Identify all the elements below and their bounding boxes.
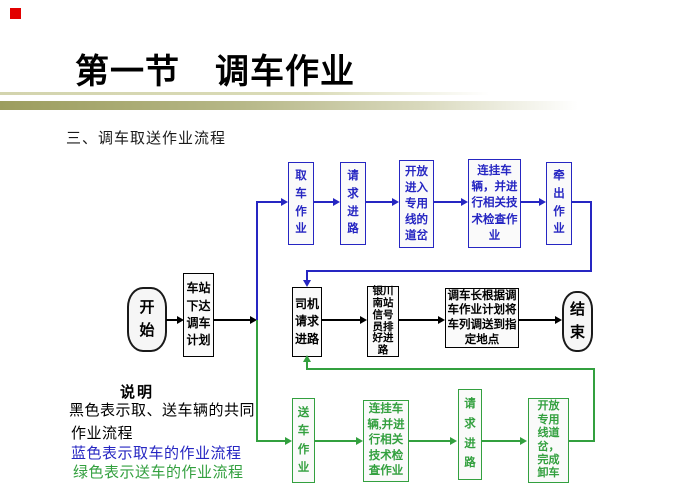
title-rule-thin xyxy=(0,92,680,95)
connector-pick1-pick2 xyxy=(314,201,333,203)
arrowhead-driver-signal xyxy=(360,316,367,324)
connector-junction-down-green xyxy=(256,320,258,441)
legend-common-line1: 黑色表示取、送车辆的共同 xyxy=(69,403,256,419)
arrowhead-signal-leader xyxy=(438,316,445,324)
connector-green-return xyxy=(306,368,595,370)
arrowhead-pick2-pick3 xyxy=(392,198,399,206)
title-rule-thick xyxy=(0,101,680,110)
connector-blue-right-down xyxy=(590,201,592,272)
connector-pick3-pick4 xyxy=(434,201,461,203)
connector-signal-leader xyxy=(399,319,438,321)
connector-junction-up-blue xyxy=(256,202,258,320)
connector-pick2-pick3 xyxy=(366,201,392,203)
flow-box-open-switch-in: 开放 进入 专用 线的 道岔 xyxy=(399,160,434,248)
flow-box-pick-request-route: 请 求 进 路 xyxy=(340,162,366,245)
connector-leader-end xyxy=(519,319,555,321)
arrowhead-plan-junction xyxy=(250,316,257,324)
connector-plan-junction xyxy=(214,319,250,321)
flow-box-shunting-leader: 调车长根据调 车作业计划将 车列调送到指 定地点 xyxy=(445,288,519,348)
connector-send1-send2 xyxy=(314,440,356,442)
arrowhead-pick4-pick5 xyxy=(539,198,546,206)
flow-box-pick-up-job: 取 车 作 业 xyxy=(288,162,314,245)
connector-start-plan xyxy=(166,319,177,321)
arrowhead-green-into-driver xyxy=(303,355,311,362)
legend-heading: 说明 xyxy=(120,385,155,401)
accent-square xyxy=(10,8,21,19)
section-subtitle: 三、调车取送作业流程 xyxy=(66,131,227,147)
legend-common-line2: 作业流程 xyxy=(71,426,134,442)
connector-send2-send3 xyxy=(408,440,450,442)
connector-pick5-exit xyxy=(572,201,592,203)
slide-title: 第一节 调车作业 xyxy=(75,54,355,91)
end-terminal: 结 束 xyxy=(562,291,593,352)
flow-box-couple-inspect-pick: 连挂车 辆，并进 行相关技 术检查作 业 xyxy=(468,159,521,248)
flow-box-station-plan: 车站 下达 调车 计划 xyxy=(183,273,214,357)
flow-box-signalman: 银川 南站 信号 员排 好进 路 xyxy=(367,286,399,357)
arrowhead-leader-end xyxy=(555,316,562,324)
connector-driver-signal xyxy=(322,319,360,321)
arrowhead-send1-send2 xyxy=(356,437,363,445)
flow-box-open-switch-unload: 开放 专用 线道 岔， 完成 卸车 xyxy=(528,398,569,483)
arrowhead-pick3-pick4 xyxy=(461,198,468,206)
start-terminal: 开 始 xyxy=(127,287,167,352)
connector-pick4-pick5 xyxy=(521,201,539,203)
connector-blue-return xyxy=(306,270,592,272)
arrowhead-into-send1 xyxy=(285,437,292,445)
connector-send3-send4 xyxy=(481,440,520,442)
legend-pick-up-line: 蓝色表示取车的作业流程 xyxy=(71,446,242,462)
connector-send4-exit xyxy=(568,440,595,442)
connector-green-right-up xyxy=(593,369,595,442)
arrowhead-pick1-pick2 xyxy=(333,198,340,206)
arrowhead-send3-send4 xyxy=(520,437,527,445)
arrowhead-send2-send3 xyxy=(450,437,457,445)
flow-box-delivery-job: 送 车 作 业 xyxy=(292,398,315,483)
flow-box-pull-out-job: 牵 出 作 业 xyxy=(546,162,572,245)
arrowhead-blue-into-driver xyxy=(303,280,311,287)
arrowhead-start-plan xyxy=(177,316,184,324)
connector-into-send1 xyxy=(256,440,285,442)
connector-into-pick1 xyxy=(256,201,281,203)
legend-delivery-line: 绿色表示送车的作业流程 xyxy=(73,465,244,481)
arrowhead-into-pick1 xyxy=(281,198,288,206)
flow-box-couple-inspect-send: 连挂车 辆,并进 行相关 技术检 查作业 xyxy=(363,400,409,482)
connector-blue-into-driver xyxy=(306,270,308,280)
flow-box-driver-request: 司机 请求 进路 xyxy=(292,287,322,357)
connector-green-into-driver xyxy=(306,362,308,369)
flow-box-send-request-route: 请 求 进 路 xyxy=(458,389,482,480)
